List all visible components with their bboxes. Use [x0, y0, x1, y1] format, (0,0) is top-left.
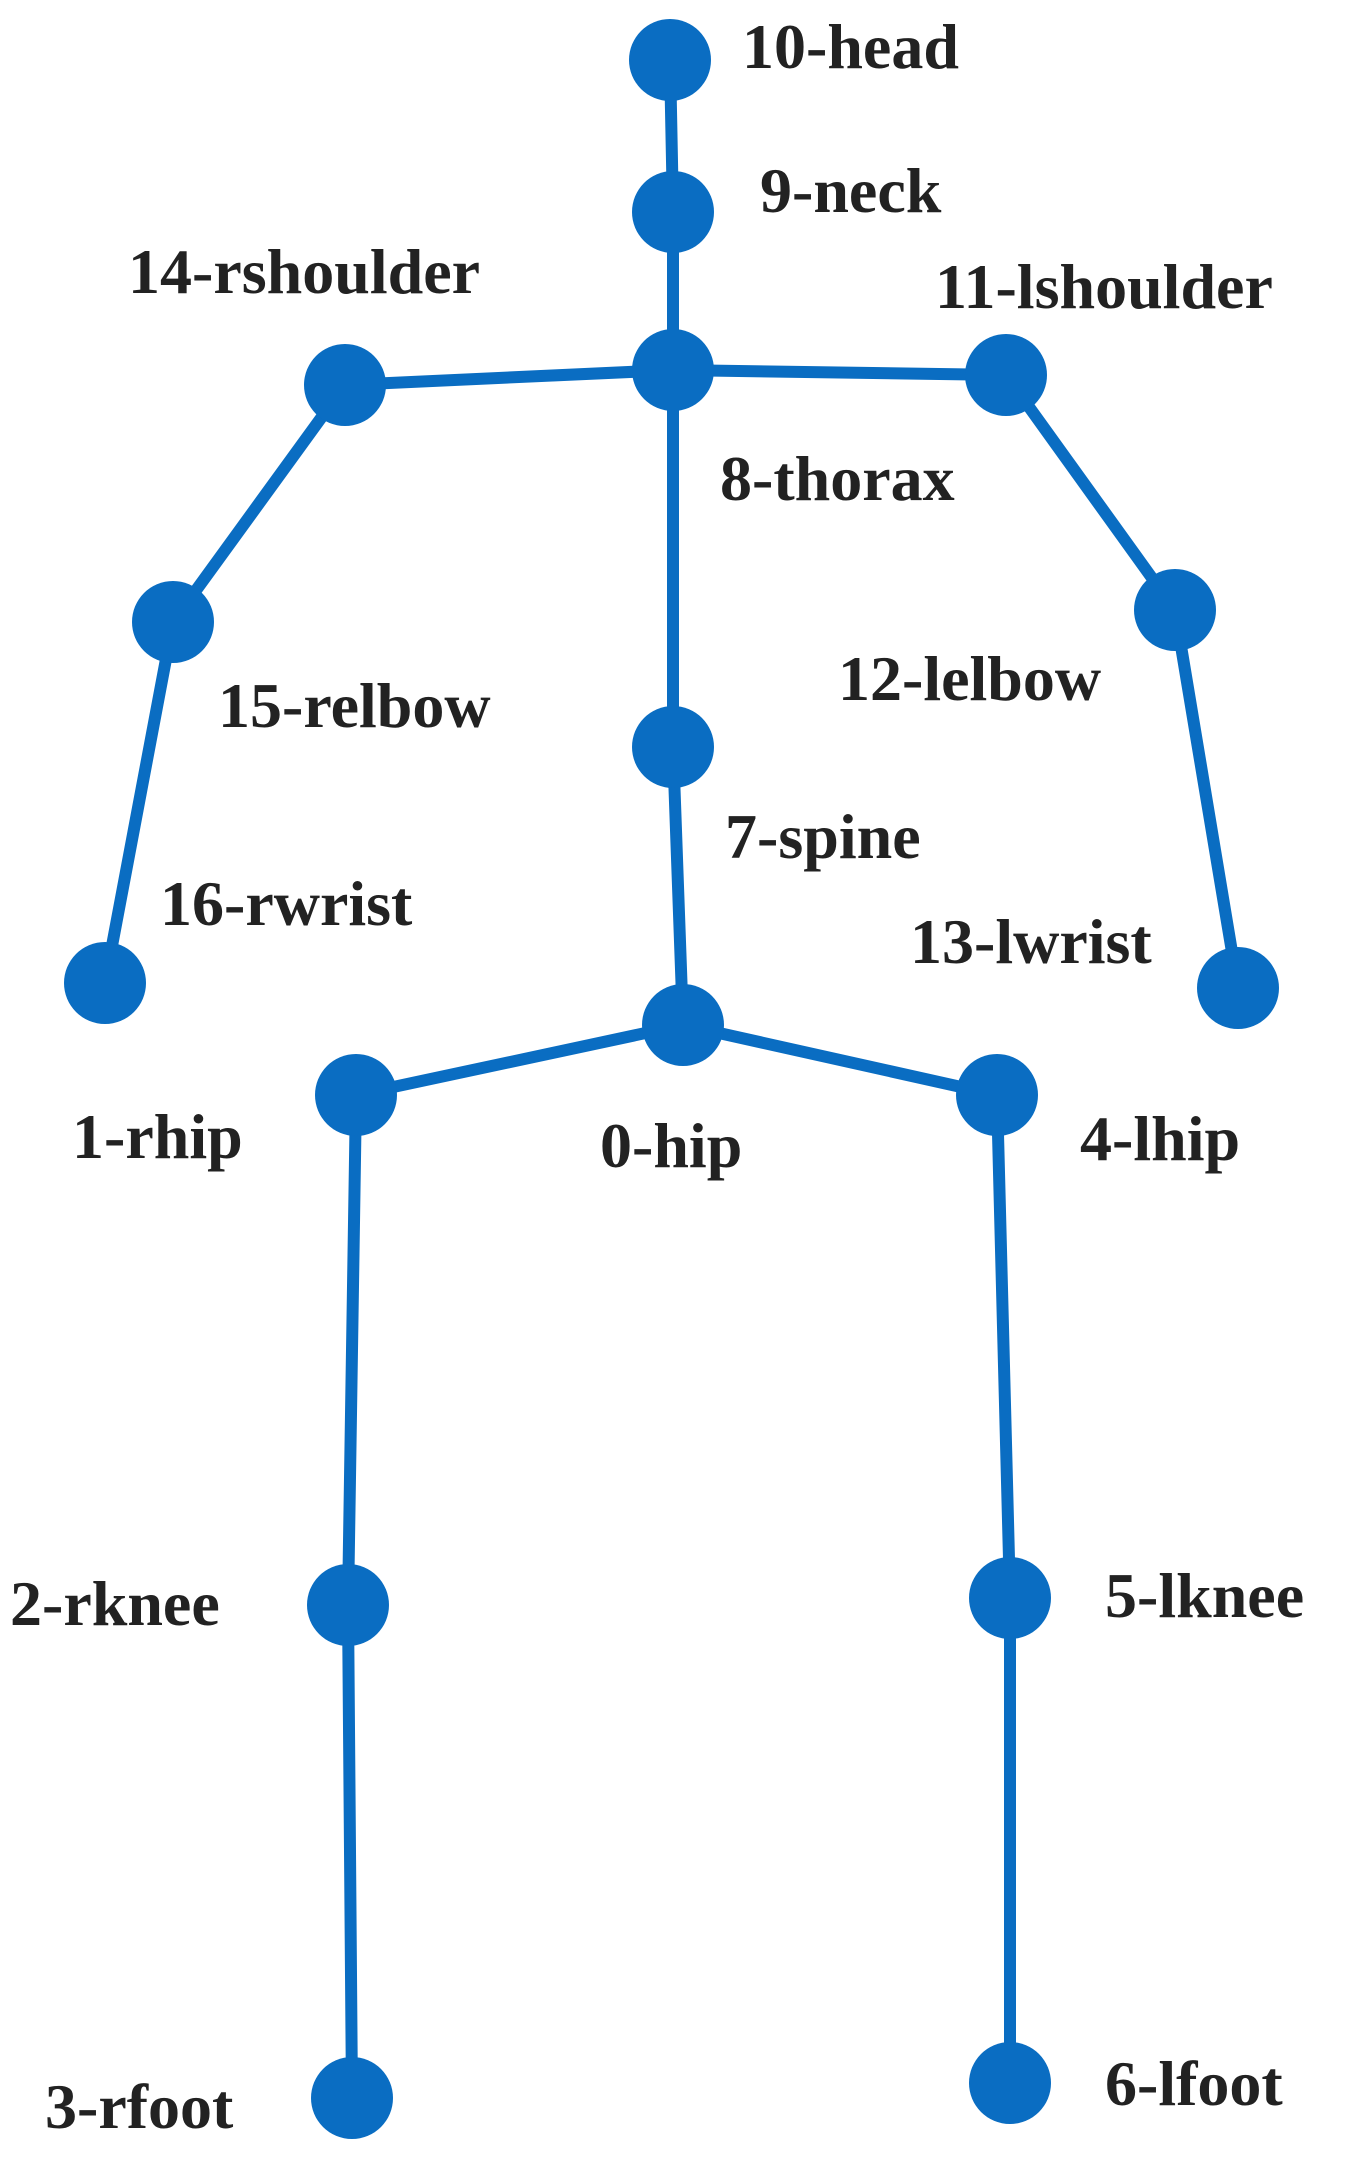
joint-label-lfoot: 6-lfoot [1105, 2048, 1283, 2119]
bone-hip-lhip [677, 1019, 1003, 1101]
joint-label-lelbow: 12-lelbow [838, 643, 1101, 714]
joint-lknee [969, 1557, 1051, 1639]
bone-lshoulder-lelbow [1000, 369, 1181, 616]
bone-rknee-rfoot [342, 1599, 358, 2104]
joint-label-head: 10-head [742, 11, 959, 82]
bones-layer [99, 54, 1244, 2104]
joint-label-spine: 7-spine [725, 801, 921, 872]
joint-label-rwrist: 16-rwrist [160, 868, 413, 939]
joint-rhip [315, 1054, 397, 1136]
joint-label-lknee: 5-lknee [1105, 1560, 1304, 1631]
joint-rwrist [64, 942, 146, 1024]
bone-relbow-rwrist [99, 616, 179, 989]
bone-lhip-lknee [991, 1089, 1016, 1604]
bone-rhip-rknee [342, 1089, 362, 1611]
joint-lwrist [1197, 947, 1279, 1029]
joint-label-rfoot: 3-rfoot [45, 2071, 234, 2142]
joint-rfoot [311, 2057, 393, 2139]
labels-layer: 0-hip 1-rhip 2-rknee 3-rfoot 4-lhip 5-lknee 6-… [10, 11, 1304, 2142]
joint-lfoot [969, 2042, 1051, 2124]
bone-lelbow-lwrist [1169, 604, 1244, 994]
bone-rshoulder-relbow [167, 379, 351, 628]
joint-thorax [632, 329, 714, 411]
joint-label-lhip: 4-lhip [1080, 1103, 1240, 1174]
joint-hip [642, 984, 724, 1066]
bone-thorax-rshoulder [339, 364, 679, 391]
joint-lelbow [1134, 569, 1216, 651]
joint-rshoulder [304, 344, 386, 426]
joint-spine [632, 706, 714, 788]
joint-relbow [132, 581, 214, 663]
joint-label-rshoulder: 14-rshoulder [128, 236, 480, 307]
joint-label-neck: 9-neck [760, 155, 942, 226]
joint-label-relbow: 15-relbow [218, 670, 491, 741]
joint-label-thorax: 8-thorax [720, 443, 955, 514]
joint-lshoulder [965, 334, 1047, 416]
joint-neck [632, 171, 714, 253]
joint-label-lshoulder: 11-lshoulder [935, 251, 1273, 322]
joint-label-rhip: 1-rhip [72, 1101, 243, 1172]
bone-hip-rhip [350, 1019, 689, 1101]
joint-label-lwrist: 13-lwrist [910, 906, 1152, 977]
joint-lhip [956, 1054, 1038, 1136]
joints-layer [64, 19, 1279, 2139]
joint-head [629, 19, 711, 101]
joint-label-hip: 0-hip [600, 1110, 742, 1181]
bone-thorax-lshoulder [667, 364, 1012, 381]
joint-rknee [307, 1564, 389, 1646]
joint-label-rknee: 2-rknee [10, 1568, 220, 1639]
bone-spine-hip [667, 741, 689, 1031]
